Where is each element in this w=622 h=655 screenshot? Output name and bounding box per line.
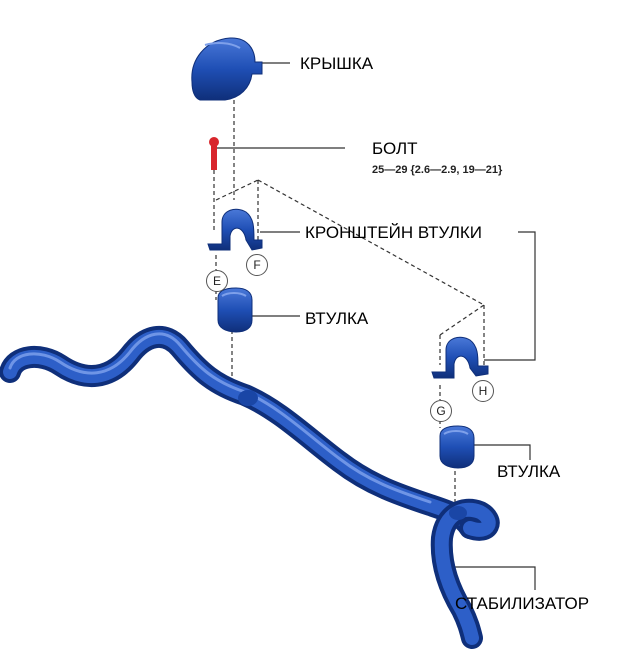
bushing-left-label: ВТУЛКА bbox=[305, 309, 369, 328]
bolt-label: БОЛТ bbox=[372, 139, 418, 158]
bushing-bracket-right bbox=[431, 336, 489, 379]
bushing-right-part bbox=[439, 425, 475, 469]
bushing-right-label: ВТУЛКА bbox=[497, 462, 561, 481]
cover-label: КРЫШКА bbox=[300, 54, 374, 73]
bushing-bracket-left bbox=[207, 208, 263, 251]
cover-part bbox=[191, 37, 263, 101]
bolt-part bbox=[209, 137, 219, 170]
stabilizer-label: СТАБИЛИЗАТОР bbox=[455, 594, 590, 613]
callout-e: E bbox=[206, 270, 228, 292]
stabilizer-bar bbox=[0, 325, 500, 649]
leader-lines bbox=[215, 62, 536, 590]
bushing-left-part bbox=[217, 287, 253, 333]
callout-g: G bbox=[430, 400, 452, 422]
bracket-label: КРОНШТЕЙН ВТУЛКИ bbox=[305, 223, 482, 242]
callout-h: H bbox=[472, 380, 494, 402]
callout-f: F bbox=[246, 254, 268, 276]
bolt-torque-spec: 25—29 {2.6—2.9, 19—21} bbox=[372, 164, 503, 176]
